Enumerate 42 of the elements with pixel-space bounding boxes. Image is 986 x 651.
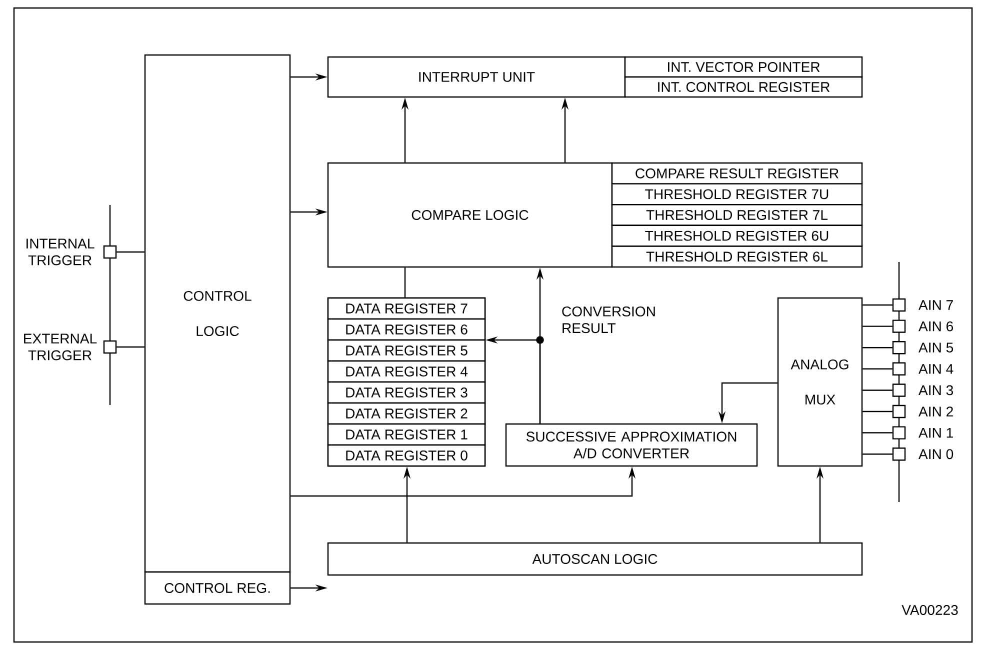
autoscan-logic-box: AUTOSCAN LOGIC: [327, 542, 863, 576]
pin-label: AIN 6: [918, 321, 953, 332]
register-box: DATA REGISTER 1: [327, 423, 486, 446]
pin-label: AIN 0: [918, 449, 954, 460]
pin-label: EXTERNAL TRIGGER: [24, 334, 97, 360]
register-box: THRESHOLD REGISTER 6U: [611, 224, 863, 247]
multiplexer-box: ANALOG MUX: [777, 297, 863, 467]
pin-label: AIN 7: [918, 300, 953, 310]
pin-square: [892, 341, 906, 354]
register-box: INT. CONTROL REGISTER: [624, 76, 863, 98]
converter-box: SUCCESSIVE APPROXIMATION A/D CONVERTER: [505, 423, 758, 467]
register-box: DATA REGISTER 3: [327, 381, 486, 404]
pin-square: [892, 426, 906, 440]
register-box: DATA REGISTER 4: [327, 360, 486, 383]
register-box: DATA REGISTER 6: [327, 318, 486, 341]
pin-square: [892, 298, 906, 312]
pin-square: [892, 384, 906, 397]
pin-label: INTERNAL TRIGGER: [26, 238, 94, 266]
register-box: DATA REGISTER 2: [327, 402, 486, 425]
pin-square: [892, 320, 906, 333]
pin-label: AIN 1: [918, 428, 953, 438]
pin-label: AIN 3: [918, 385, 953, 396]
register-box: THRESHOLD REGISTER 6L: [611, 246, 863, 268]
pin-square: [892, 404, 906, 418]
pin-label: AIN 5: [918, 342, 954, 352]
register-box: CONTROL REG.: [144, 571, 291, 605]
register-box: DATA REGISTER 0: [327, 444, 486, 467]
figure-code: VA00223: [902, 605, 958, 615]
register-box: COMPARE RESULT REGISTER: [611, 162, 863, 184]
compare-logic-box: COMPARE LOGIC: [327, 162, 613, 268]
pin-square: [103, 245, 117, 259]
pin-square: [103, 340, 117, 354]
pin-label: AIN 2: [918, 406, 953, 416]
register-box: INT. VECTOR POINTER: [624, 56, 863, 78]
pin-square: [892, 448, 906, 461]
pin-square: [892, 362, 906, 376]
pin-label: AIN 4: [918, 364, 954, 374]
register-box: THRESHOLD REGISTER 7U: [611, 183, 863, 206]
register-box: THRESHOLD REGISTER 7L: [611, 204, 863, 226]
register-box: DATA REGISTER 7: [327, 297, 486, 320]
signal-label: CONVERSION RESULT: [562, 306, 655, 334]
register-box: DATA REGISTER 5: [327, 339, 486, 362]
